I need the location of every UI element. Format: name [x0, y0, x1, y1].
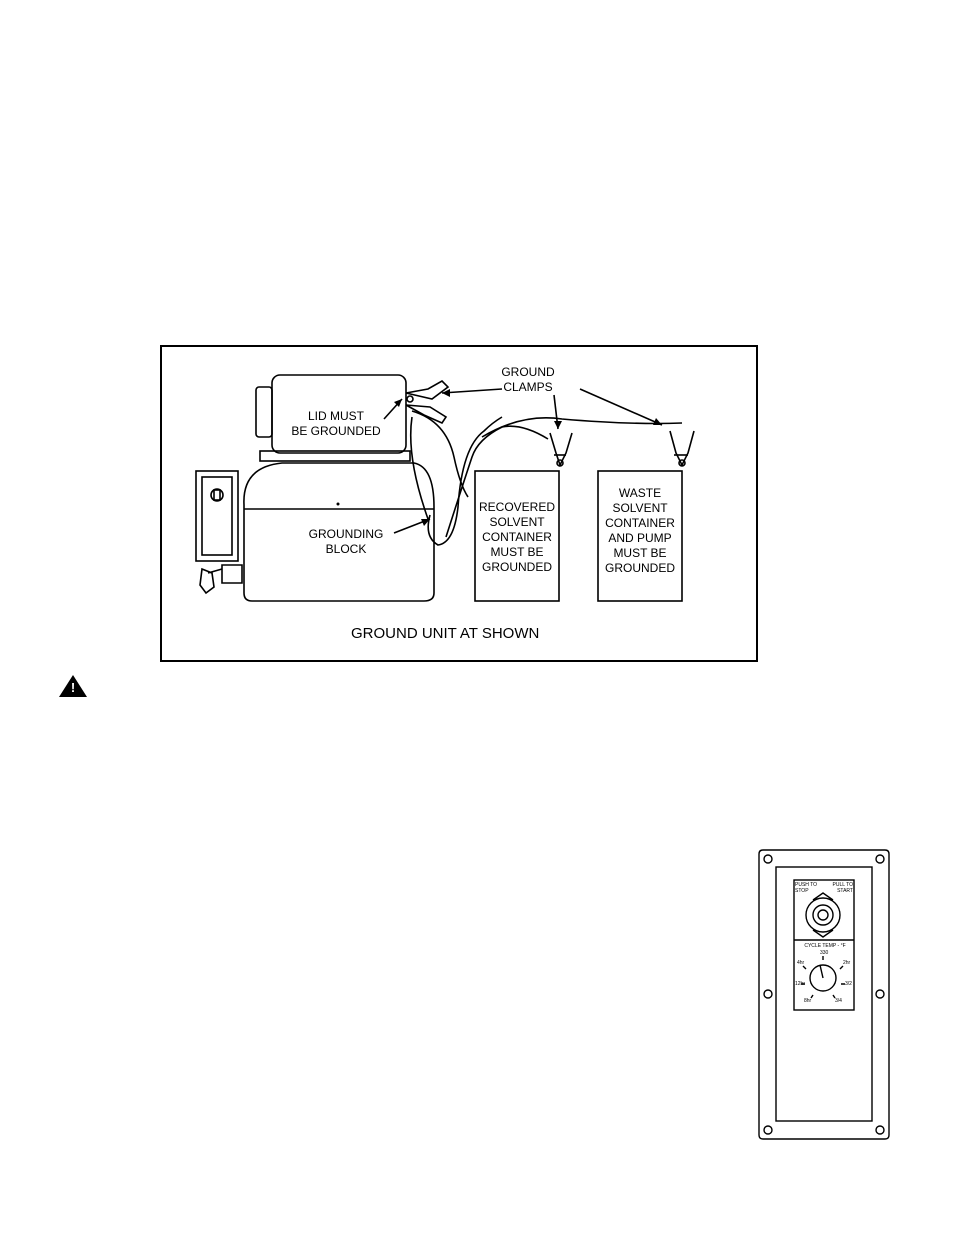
dial-mark-left-mid: 12hr	[795, 981, 805, 987]
waste-label: WASTE SOLVENT CONTAINER AND PUMP MUST BE…	[596, 486, 684, 576]
warning-mark: !	[69, 681, 77, 695]
pull-start-label: PULL TO START	[831, 882, 853, 894]
clamps-label: GROUND CLAMPS	[488, 365, 568, 395]
dial-mark-right-bottom: 3/4	[835, 998, 842, 1004]
control-panel: PUSH TO STOP PULL TO START CYCLE TEMP - …	[757, 848, 891, 1141]
dial-mark-left-top: 4hr	[797, 960, 804, 966]
recovered-label: RECOVERED SOLVENT CONTAINER MUST BE GROU…	[473, 500, 561, 575]
grounding-figure: LID MUST BE GROUNDED GROUND CLAMPS GROUN…	[160, 345, 758, 662]
stop-start-knob	[806, 898, 840, 932]
dial-mark-top: 330	[820, 950, 828, 956]
dial-mark-right-mid: 3/2	[845, 981, 852, 987]
lid-label: LID MUST BE GROUNDED	[274, 409, 398, 439]
warning-triangle-icon: !	[58, 674, 88, 698]
grounding-block-label: GROUNDING BLOCK	[294, 527, 398, 557]
figure-caption: GROUND UNIT AT SHOWN	[351, 625, 539, 642]
cycle-temp-label: CYCLE TEMP - °F	[797, 943, 853, 949]
dial-mark-left-bottom: 8hr	[804, 998, 811, 1004]
push-stop-label: PUSH TO STOP	[795, 882, 817, 894]
dial-mark-right-top: 2hr	[843, 960, 850, 966]
control-panel-plate	[757, 848, 891, 1141]
